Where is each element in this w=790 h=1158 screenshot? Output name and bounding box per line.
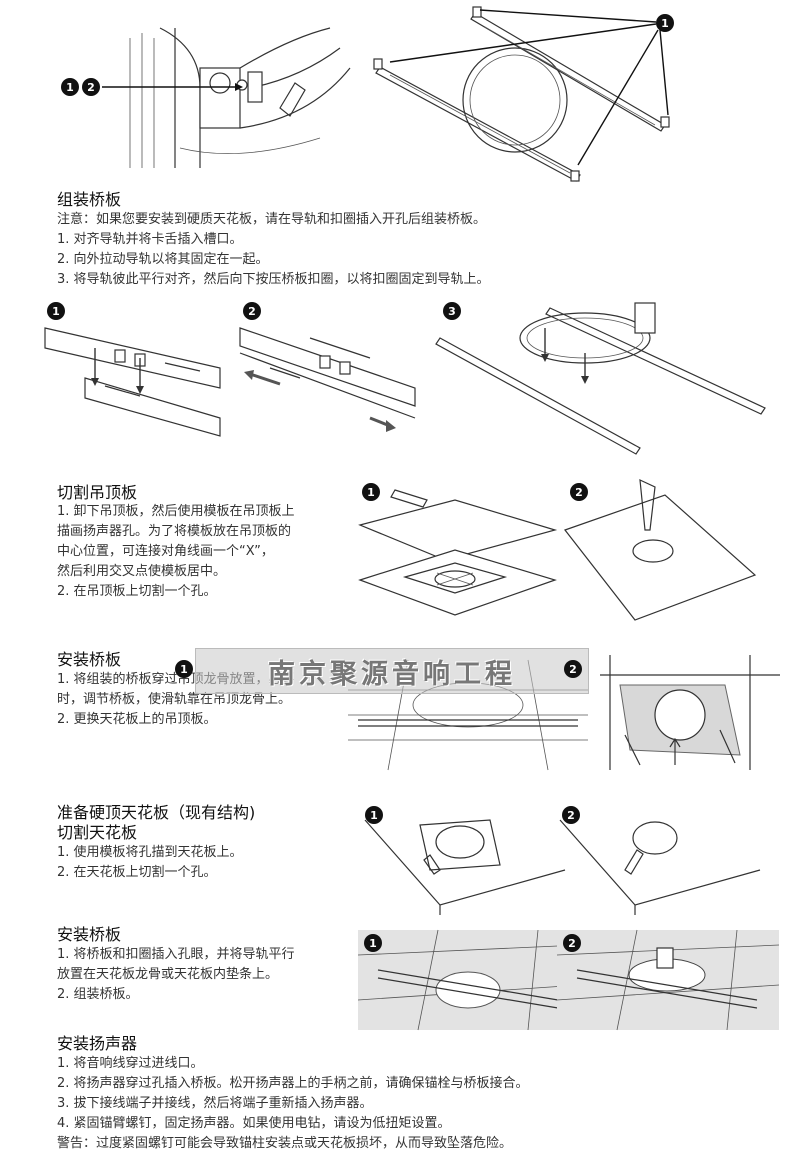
sec4-line-0: 1. 使用模板将孔描到天花板上。	[57, 845, 243, 860]
watermark-banner: 南京聚源音响工程	[195, 648, 589, 694]
sec1-step3-drawing	[435, 302, 766, 455]
sec6-warning: 警告：过度紧固螺钉可能会导致锚柱安装点或天花板损坏，从而导致坠落危险。	[57, 1136, 513, 1151]
sec1-line-2: 2. 向外拉动导轨以将其固定在一起。	[57, 252, 269, 267]
sec1-line-0: 注意：如果您要安装到硬质天花板，请在导轨和扣圈插入开孔后组装桥板。	[57, 212, 487, 227]
sec3-line-2: 2. 更换天花板上的吊顶板。	[57, 712, 217, 727]
sec2-line-1: 描画扬声器孔。为了将模板放在吊顶板的	[57, 524, 292, 539]
sec5-line-0: 1. 将桥板和扣圈插入孔眼，并将导轨平行	[57, 947, 295, 962]
sec2-line-0: 1. 卸下吊顶板，然后使用模板在吊顶板上	[57, 504, 295, 519]
sec3-step-badge-2: 2	[564, 660, 582, 678]
sec1-step2-drawing	[239, 327, 416, 432]
sec4-step-badge-1: 1	[365, 806, 383, 824]
sec3-line-1: 时，调节桥板，使滑轨靠在吊顶龙骨上。	[57, 692, 292, 707]
sec6-line-2: 3. 拔下接线端子并接线，然后将端子重新插入扬声器。	[57, 1096, 373, 1111]
sec3-step2-drawing	[600, 655, 780, 770]
sec1-step-badge-1: 1	[47, 302, 65, 320]
section-title-assemble-bridge: 组装桥板	[57, 190, 122, 209]
sec2-step-badge-1: 1	[362, 483, 380, 501]
sec1-step1-drawing	[44, 327, 221, 437]
sec5-step2-drawing	[556, 929, 780, 1031]
sec4-step-badge-2: 2	[562, 806, 580, 824]
sec2-step2-drawing	[564, 479, 757, 621]
sec2-line-4: 2. 在吊顶板上切割一个孔。	[57, 584, 217, 599]
sec4-step2-drawing	[559, 819, 761, 915]
sec5-step1-drawing	[357, 929, 581, 1031]
sec4-step1-drawing	[364, 819, 566, 915]
callout-arrow	[102, 83, 243, 91]
sec4-line-1: 2. 在天花板上切割一个孔。	[57, 865, 217, 880]
callout-arrows-right	[389, 9, 669, 166]
section-title-install-bridge: 安装桥板	[57, 650, 122, 669]
callout-badge-1: 1	[61, 78, 79, 96]
section-title-install-speaker: 安装扬声器	[57, 1034, 138, 1053]
sec6-line-0: 1. 将音响线穿过进线口。	[57, 1056, 204, 1071]
sec1-line-3: 3. 将导轨彼此平行对齐，然后向下按压桥板扣圈，以将扣圈固定到导轨上。	[57, 272, 490, 287]
sec6-line-3: 4. 紧固锚臂螺钉，固定扬声器。如果使用电钻，请设为低扭矩设置。	[57, 1116, 451, 1131]
sec1-step-badge-2: 2	[243, 302, 261, 320]
sec5-line-1: 放置在天花板龙骨或天花板内垫条上。	[57, 967, 279, 982]
speaker-closeup-drawing	[129, 27, 351, 168]
section-subtitle-cut-ceiling: 切割天花板	[57, 823, 138, 842]
sec2-line-2: 中心位置，可连接对角线画一个“X”，	[57, 544, 274, 559]
sec2-line-3: 然后利用交叉点使模板居中。	[57, 564, 227, 579]
section-title-prepare-hard-ceiling: 准备硬顶天花板（现有结构)	[57, 803, 256, 822]
sec2-step-badge-2: 2	[570, 483, 588, 501]
section-title-install-bridge-hard: 安装桥板	[57, 925, 122, 944]
section-title-cut-ceiling-tile: 切割吊顶板	[57, 483, 138, 502]
sec2-step1-drawing	[358, 489, 558, 616]
sec3-step-badge-1: 1	[175, 660, 193, 678]
callout-badge-1-right: 1	[656, 14, 674, 32]
sec1-step-badge-3: 3	[443, 302, 461, 320]
sec5-line-2: 2. 组装桥板。	[57, 987, 139, 1002]
sec6-line-1: 2. 将扬声器穿过孔插入桥板。松开扬声器上的手柄之前，请确保锚栓与桥板接合。	[57, 1076, 529, 1091]
sec1-line-1: 1. 对齐导轨并将卡舌插入槽口。	[57, 232, 243, 247]
sec5-step-badge-1: 1	[364, 934, 382, 952]
bridge-assembly-drawing	[373, 6, 670, 182]
sec5-step-badge-2: 2	[563, 934, 581, 952]
callout-badge-2: 2	[82, 78, 100, 96]
